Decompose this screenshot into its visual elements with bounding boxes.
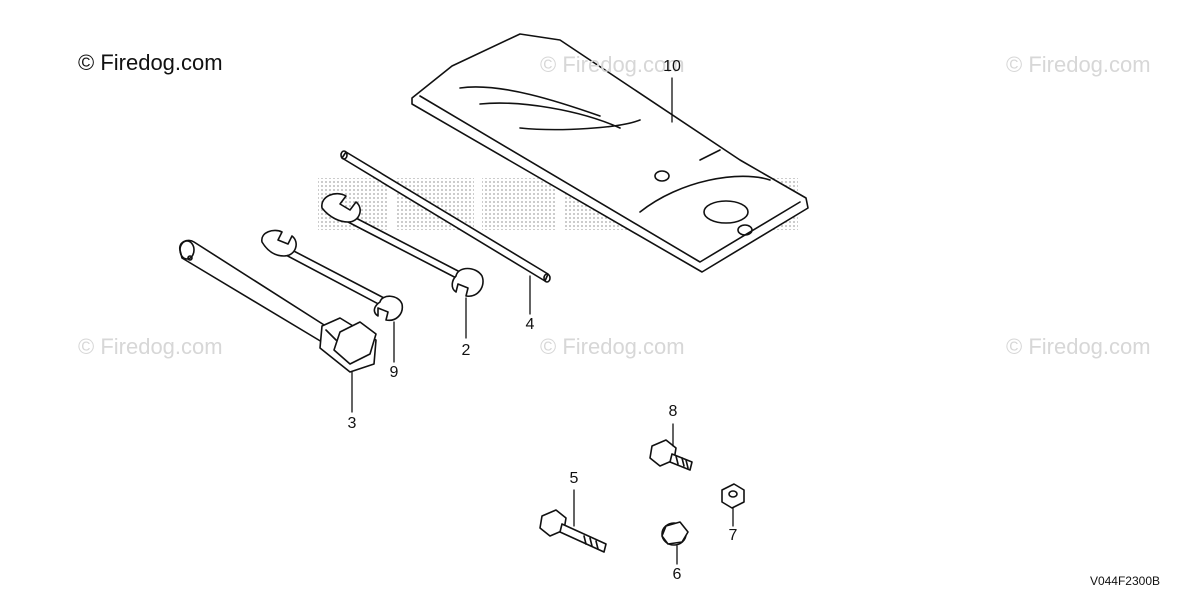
wrench-large: [321, 192, 484, 297]
watermark-text: © Firedog.com: [540, 334, 685, 359]
watermark-text: © Firedog.com: [1006, 52, 1151, 77]
bolt-short: [649, 439, 693, 471]
callout-3: 3: [347, 415, 357, 432]
watermark-text: © Firedog.com: [78, 334, 223, 359]
callout-7: 7: [728, 527, 738, 544]
callout-5: 5: [569, 470, 579, 487]
diagram-code: V044F2300B: [1089, 574, 1160, 588]
leader-lines: [351, 77, 734, 565]
callout-2: 2: [461, 342, 471, 359]
socket-wrench: [178, 239, 377, 373]
flange-nut: [661, 521, 689, 546]
callout-9: 9: [389, 364, 399, 381]
watermark-text: © Firedog.com: [540, 52, 685, 77]
rod: [340, 150, 551, 283]
wrench-small: [261, 229, 404, 322]
nut: [721, 483, 745, 509]
copyright-text: © Firedog.com: [78, 50, 223, 75]
watermark-text: © Firedog.com: [1006, 334, 1151, 359]
callout-6: 6: [672, 566, 682, 583]
bolt-long: [539, 509, 607, 553]
callout-4: 4: [525, 316, 535, 333]
callout-8: 8: [668, 403, 678, 420]
tool-bag: [411, 33, 809, 273]
callout-10: 10: [663, 58, 681, 75]
